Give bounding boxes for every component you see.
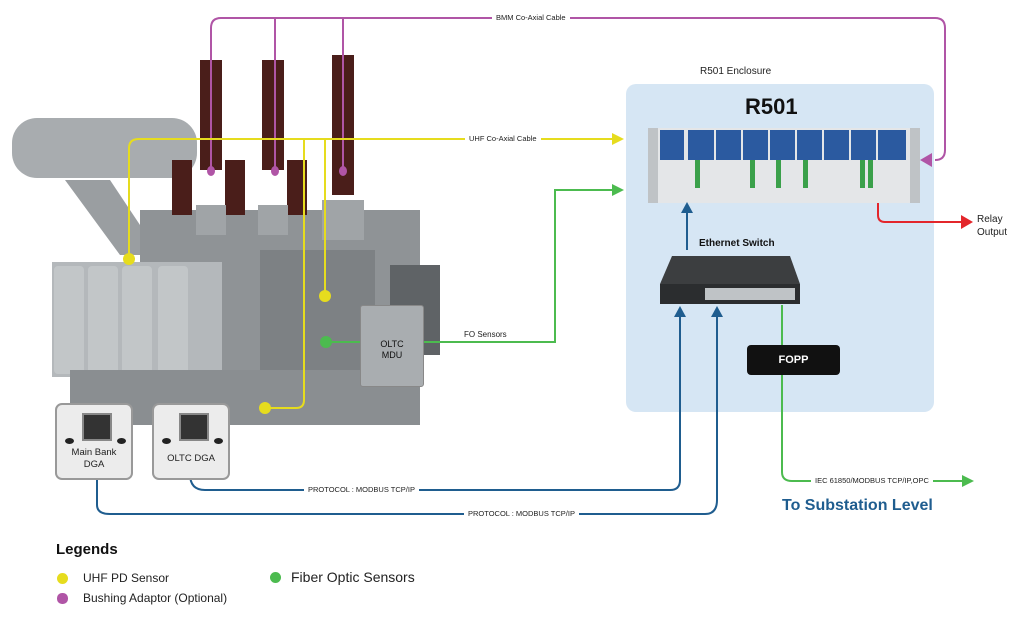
relay-line-2: Output bbox=[977, 227, 1008, 238]
dga-knob bbox=[65, 438, 74, 444]
dga-screen bbox=[179, 413, 209, 441]
r501-title: R501 bbox=[745, 94, 798, 119]
substation-level-label: To Substation Level bbox=[782, 497, 933, 514]
substation-protocol-label: IEC 61850/MODBUS TCP/IP,OPC bbox=[811, 476, 933, 485]
legend-uhf-label: UHF PD Sensor bbox=[83, 571, 170, 585]
main-bank-dga: Main Bank DGA bbox=[55, 403, 133, 480]
dga-screen bbox=[82, 413, 112, 441]
ethernet-arrow-2 bbox=[711, 306, 723, 317]
dga-knob bbox=[162, 438, 171, 444]
main-dga-line-1: Main Bank bbox=[71, 447, 117, 458]
r501-rack bbox=[648, 128, 920, 203]
bmm-arrow bbox=[920, 153, 932, 167]
mdu-line-2: MDU bbox=[381, 350, 403, 360]
fo-sensors-label: FO Sensors bbox=[464, 330, 507, 339]
mdu-line-1: OLTC bbox=[380, 339, 404, 349]
dga-knob bbox=[117, 438, 126, 444]
fo-arrow bbox=[612, 184, 624, 196]
bushing-adaptor-markers bbox=[207, 166, 347, 176]
substation-arrow bbox=[962, 475, 974, 487]
protocol-main-label: PROTOCOL : MODBUS TCP/IP bbox=[464, 509, 579, 518]
transformer-image bbox=[12, 55, 440, 425]
legend-fiber: Fiber Optic Sensors bbox=[270, 569, 415, 585]
enclosure-label: R501 Enclosure bbox=[700, 66, 772, 77]
legends-title: Legends bbox=[56, 541, 118, 558]
uhf-arrow bbox=[612, 133, 624, 145]
oltc-dga-label: OLTC DGA bbox=[167, 453, 215, 464]
uhf-dot-icon bbox=[57, 572, 68, 584]
substation-link bbox=[781, 305, 962, 482]
fo-cable bbox=[326, 189, 615, 343]
relay-line-1: Relay bbox=[977, 214, 1003, 225]
uhf-cable bbox=[128, 138, 615, 409]
uhf-cable-label: UHF Co-Axial Cable bbox=[465, 134, 541, 143]
ethernet-switch-label: Ethernet Switch bbox=[699, 238, 775, 249]
legend-uhf: UHF PD Sensor bbox=[57, 571, 169, 585]
fo-sensor-marker bbox=[320, 336, 332, 348]
bushing-dot-icon bbox=[57, 592, 68, 604]
ethernet-links bbox=[96, 315, 718, 515]
dga-knob bbox=[214, 438, 223, 444]
relay-arrow bbox=[961, 215, 973, 229]
uplink-arrow bbox=[681, 202, 693, 213]
relay-cable bbox=[877, 203, 962, 223]
fopp-box: FOPP bbox=[747, 345, 840, 375]
fiber-dot-icon bbox=[270, 571, 281, 583]
oltc-dga: OLTC DGA bbox=[152, 403, 230, 480]
uhf-sensor-markers bbox=[123, 253, 331, 414]
legend-fiber-label: Fiber Optic Sensors bbox=[291, 569, 415, 585]
bmm-cable-label: BMM Co-Axial Cable bbox=[492, 13, 570, 22]
legend-bushing: Bushing Adaptor (Optional) bbox=[57, 591, 227, 605]
protocol-oltc-label: PROTOCOL : MODBUS TCP/IP bbox=[304, 485, 419, 494]
bmm-cable bbox=[210, 17, 946, 170]
ethernet-arrow-1 bbox=[674, 306, 686, 317]
ethernet-switch bbox=[660, 256, 800, 304]
legend-bushing-label: Bushing Adaptor (Optional) bbox=[83, 591, 228, 605]
main-dga-line-2: DGA bbox=[83, 459, 105, 470]
fopp-label: FOPP bbox=[778, 354, 809, 366]
oltc-mdu-box: OLTC MDU bbox=[360, 305, 424, 387]
relay-output-label: Relay Output bbox=[977, 213, 1007, 239]
